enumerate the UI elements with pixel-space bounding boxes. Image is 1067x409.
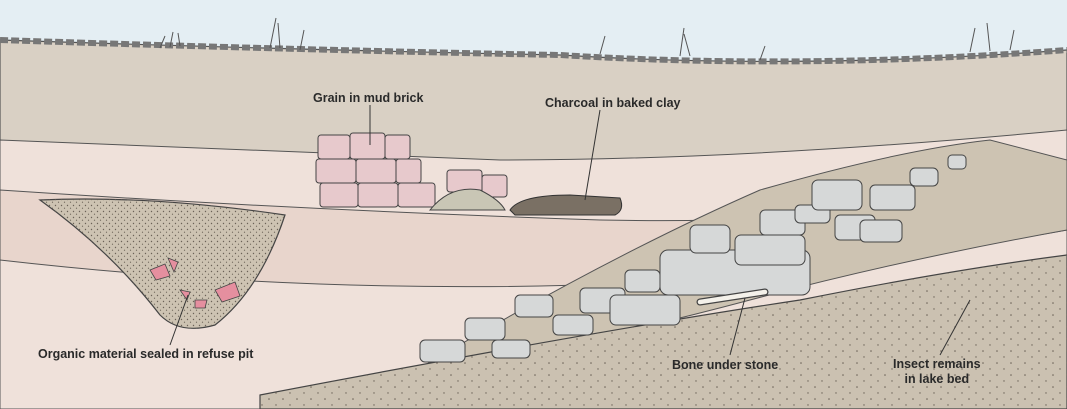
label-charcoal-in-baked-clay: Charcoal in baked clay — [545, 96, 681, 110]
label-insect-remains: Insect remains in lake bed — [893, 357, 981, 387]
grass — [159, 17, 1015, 61]
label-bone-under-stone: Bone under stone — [672, 358, 779, 372]
rubble-mound — [428, 188, 506, 211]
turf-band — [0, 37, 1067, 65]
label-insect-line2: in lake bed — [904, 372, 970, 386]
mud-brick-wall — [315, 132, 508, 208]
label-organic-material: Organic material sealed in refuse pit — [38, 347, 254, 361]
stones — [419, 154, 967, 363]
leader-lines — [169, 105, 971, 356]
label-insect-line1: Insect remains — [893, 357, 981, 371]
baked-clay — [509, 194, 623, 216]
label-grain-in-mud-brick: Grain in mud brick — [313, 91, 424, 105]
organic-material — [149, 257, 241, 309]
